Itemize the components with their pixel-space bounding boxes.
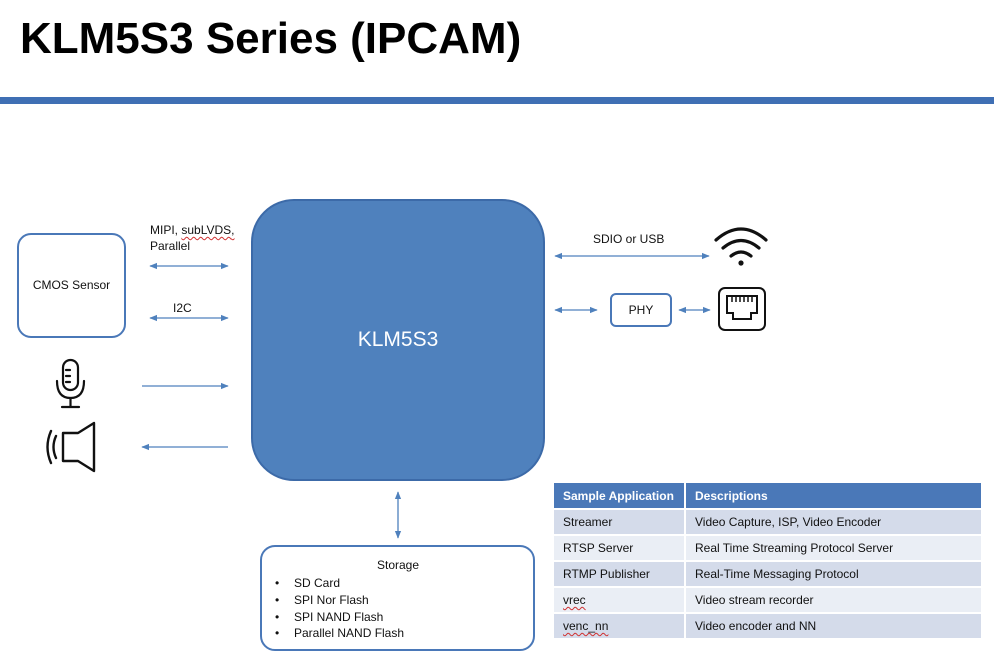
table-cell-desc: Video stream recorder (685, 586, 983, 613)
column-header-descriptions: Descriptions (685, 483, 983, 509)
mipi-label-parallel: Parallel (150, 239, 191, 253)
table-cell-desc: Real-Time Messaging Protocol (685, 560, 983, 587)
storage-item: SPI NAND Flash (275, 609, 404, 626)
sdio-usb-label: SDIO or USB (593, 232, 665, 246)
table-cell-app: RTSP Server (554, 534, 686, 561)
mipi-label: MIPI, subLVDS, Parallel (150, 222, 235, 254)
mipi-label-comma: , (231, 223, 235, 237)
table-row: RTMP Publisher Real-Time Messaging Proto… (554, 560, 983, 587)
storage-item: SPI Nor Flash (275, 592, 404, 609)
table-cell-desc: Real Time Streaming Protocol Server (685, 534, 983, 561)
soc-label: KLM5S3 (357, 328, 439, 351)
mipi-label-sublvds: subLVDS (181, 223, 232, 237)
soc-block (251, 199, 545, 481)
table-cell-app-text: venc_nn (563, 619, 609, 633)
storage-item: SD Card (275, 575, 404, 592)
table-cell-app: venc_nn (554, 612, 686, 638)
table-row: venc_nn Video encoder and NN (554, 612, 983, 638)
column-header-sample-application: Sample Application (554, 483, 686, 509)
wifi-icon (714, 227, 768, 266)
table-row: vrec Video stream recorder (554, 586, 983, 613)
ethernet-port-icon (718, 287, 766, 331)
title-underline-bar (0, 97, 994, 104)
page-title: KLM5S3 Series (IPCAM) (20, 14, 522, 63)
sample-application-table: Sample Application Descriptions Streamer… (554, 483, 983, 638)
storage-list: SD Card SPI Nor Flash SPI NAND Flash Par… (275, 575, 404, 642)
mipi-label-text: MIPI, (150, 223, 182, 237)
speaker-icon (46, 421, 96, 473)
microphone-icon (55, 358, 86, 409)
phy-label: PHY (628, 303, 654, 317)
table-row: RTSP Server Real Time Streaming Protocol… (554, 534, 983, 561)
table-cell-app: Streamer (554, 508, 686, 535)
table-header-row: Sample Application Descriptions (554, 483, 983, 509)
table-row: Streamer Video Capture, ISP, Video Encod… (554, 508, 983, 535)
phy-box (610, 293, 672, 327)
table-cell-app: RTMP Publisher (554, 560, 686, 587)
storage-title: Storage (376, 558, 420, 572)
table-cell-desc: Video Capture, ISP, Video Encoder (685, 508, 983, 535)
cmos-sensor-box (17, 233, 126, 338)
cmos-sensor-label: CMOS Sensor (32, 278, 111, 292)
table-cell-desc: Video encoder and NN (685, 612, 983, 638)
i2c-label: I2C (173, 301, 192, 315)
table-cell-app-text: vrec (563, 593, 586, 607)
table-cell-app: vrec (554, 586, 686, 613)
storage-item: Parallel NAND Flash (275, 625, 404, 642)
